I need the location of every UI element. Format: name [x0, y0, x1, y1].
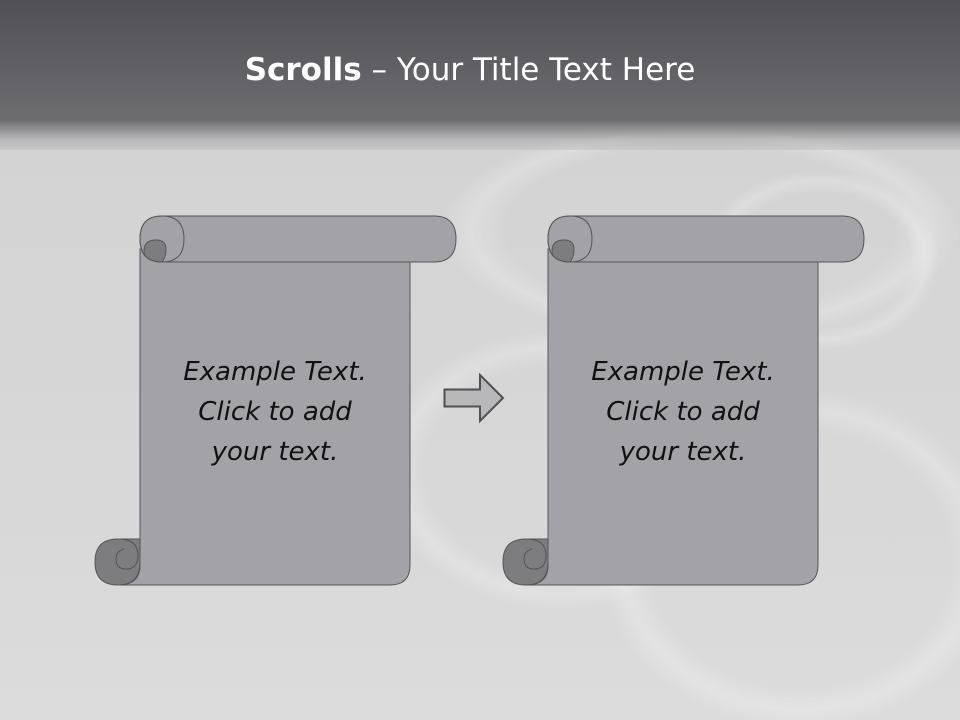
- title-rest: Your Title Text Here: [396, 52, 696, 88]
- title-separator: –: [361, 52, 397, 88]
- title-bold-part: Scrolls: [244, 52, 362, 88]
- title-bar: [0, 0, 960, 150]
- scroll-text-2[interactable]: Example Text. Click to add your text.: [591, 357, 775, 467]
- scroll-icon: [94, 215, 457, 586]
- scroll-icon: [502, 215, 865, 586]
- scroll-shape-2[interactable]: Example Text. Click to add your text.: [502, 215, 866, 587]
- slide-title: Scrolls – Your Title Text Here: [0, 52, 940, 88]
- right-arrow-icon: [443, 373, 505, 423]
- scroll-shape-1[interactable]: Example Text. Click to add your text.: [94, 215, 458, 587]
- scroll-text-1[interactable]: Example Text. Click to add your text.: [183, 357, 367, 467]
